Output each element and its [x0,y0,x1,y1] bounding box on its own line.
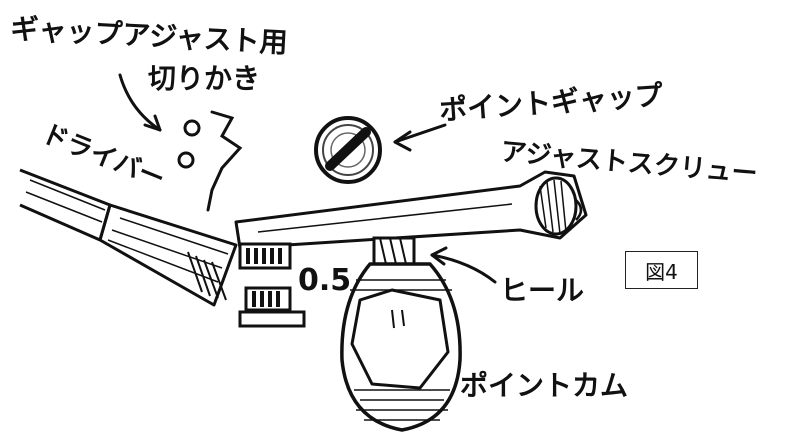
point-contacts [238,242,306,328]
label-point-gap-screw-line1: ポイントギャップ [438,78,665,127]
point-cam [340,262,462,432]
label-gap-notch-line1: ギャップアジャスト用 [10,12,289,59]
label-gap-notch-line2: 切りかき [148,62,260,95]
point-gap-screw [314,116,382,184]
screwdriver [19,168,238,307]
contact-arm [234,170,588,250]
arrow-gap-notch [118,73,162,132]
gap-notch [177,110,243,212]
arrow-point-gap-screw [393,123,447,152]
figure-label: 図4 [625,251,698,289]
heel-block [372,236,416,266]
label-point-cam: ポイントカム [460,369,628,402]
label-thickness: 0.5 [298,263,351,298]
label-heel: ヒール [500,274,584,307]
arrow-heel [430,246,497,284]
